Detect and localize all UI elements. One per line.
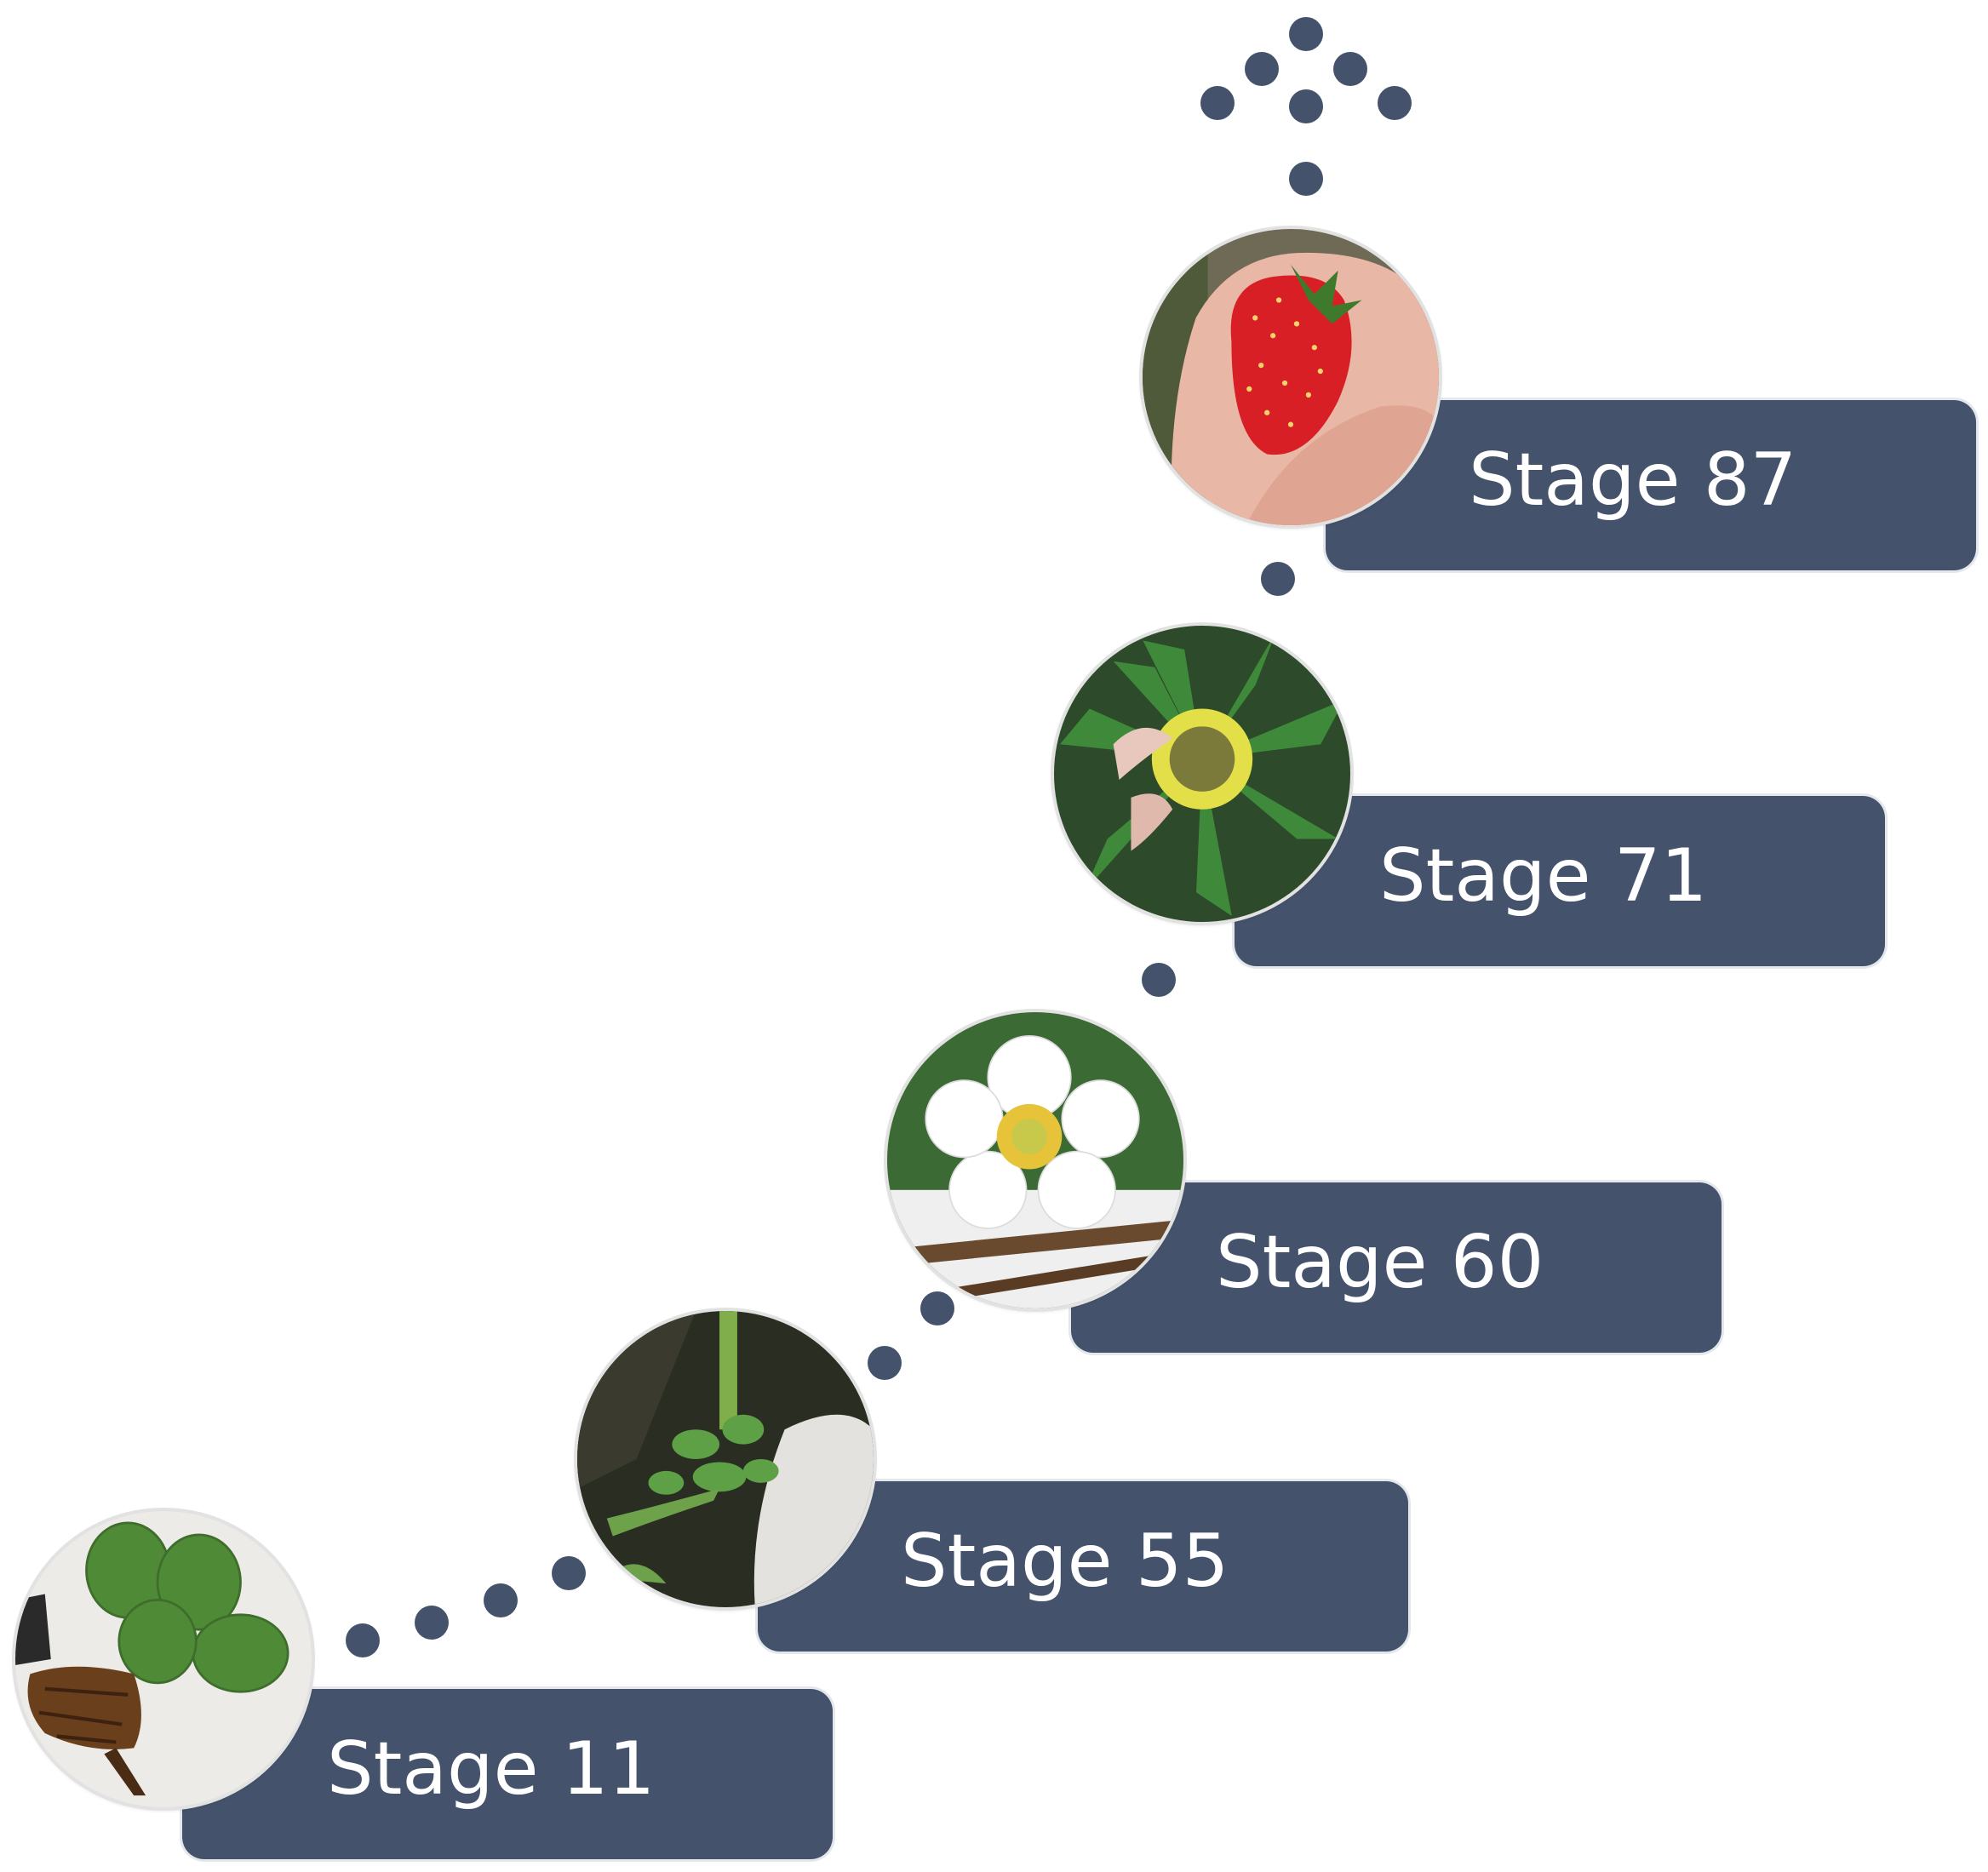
stage-71-label: Stage 71: [1379, 833, 1708, 919]
arrow-dot: [1289, 89, 1323, 123]
arrow-dot: [1333, 52, 1367, 86]
path-dot: [415, 1606, 449, 1640]
arrow-dot: [1289, 17, 1323, 51]
stage-55-label-box: [758, 1481, 1408, 1652]
strawberry-leaf-seedling-photo: [15, 1511, 312, 1807]
stage-71-label-box: [1235, 796, 1885, 966]
strawberry-flower-buds-photo: [577, 1311, 874, 1607]
path-dot: [920, 1291, 954, 1325]
stage-11-label: Stage 11: [327, 1726, 656, 1812]
path-dot: [868, 1346, 902, 1380]
arrow-dot: [1245, 52, 1279, 86]
path-dot: [552, 1556, 586, 1590]
stage-87-label-box: [1326, 400, 1976, 570]
path-dot: [1142, 963, 1176, 997]
stage-60-label-box: [1071, 1182, 1722, 1353]
path-dot: [346, 1623, 380, 1657]
arrow-dot: [1378, 86, 1412, 120]
strawberry-open-flower-photo: [887, 1012, 1183, 1308]
path-dot: [1261, 562, 1295, 596]
stage-55-label: Stage 55: [901, 1519, 1229, 1604]
strawberry-fruit-set-photo: [1054, 626, 1350, 922]
arrow-dot: [1289, 162, 1323, 196]
stage-87-label: Stage 87: [1469, 438, 1797, 523]
stage-60-label: Stage 60: [1216, 1220, 1544, 1305]
path-dot: [484, 1583, 518, 1617]
arrow-dot: [1200, 86, 1235, 120]
ripe-strawberry-in-hand-photo: [1143, 229, 1439, 525]
